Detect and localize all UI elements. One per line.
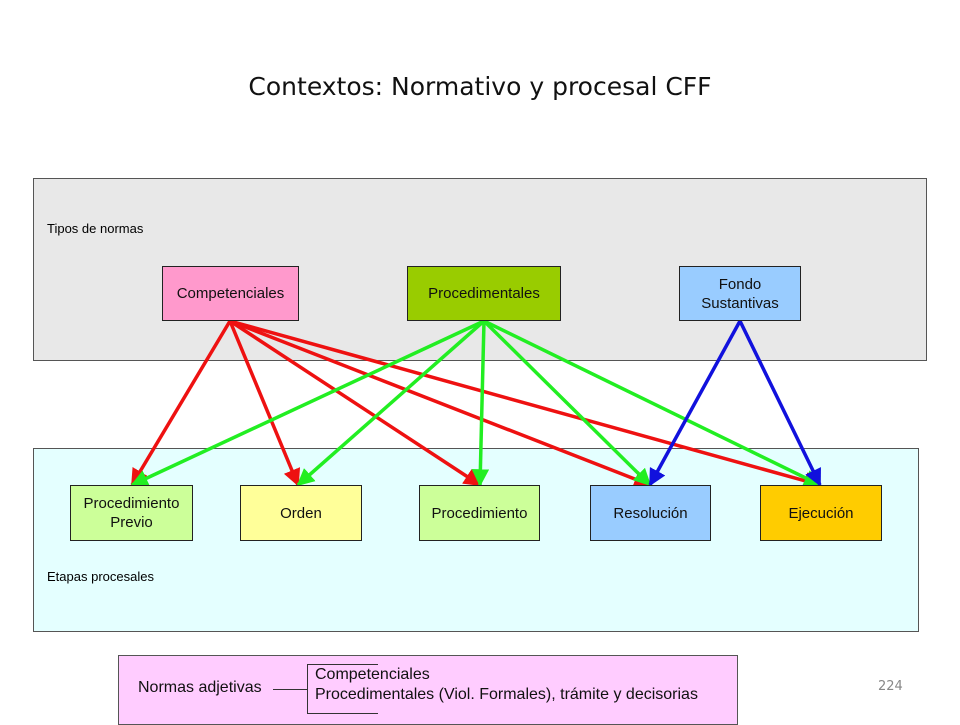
- orden-node: Orden: [240, 485, 362, 541]
- procedimiento-label: Procedimiento: [431, 504, 528, 522]
- legend-normas-adjetivas: Normas adjetivas: [138, 679, 262, 696]
- competenciales-node: Competenciales: [162, 266, 299, 321]
- procedimiento-node: Procedimiento: [419, 485, 540, 541]
- resolucion-node: Resolución: [590, 485, 711, 541]
- ejecucion-node: Ejecución: [760, 485, 882, 541]
- fondo-label: Fondo: [718, 275, 762, 293]
- competenciales-label: Competenciales: [176, 285, 285, 302]
- sustantivas-label: Sustantivas: [701, 294, 779, 312]
- legend-bracket: [307, 664, 378, 714]
- procedimentales-node: Procedimentales: [407, 266, 561, 321]
- procedimiento-previo-label-2: Previo: [110, 514, 153, 531]
- fondo-sustantivas-node: Fondo Sustantivas: [679, 266, 801, 321]
- resolucion-label: Resolución: [613, 504, 688, 522]
- procedimiento-previo-label-1: Procedimiento: [83, 495, 180, 512]
- legend-box: Normas adjetivas Competenciales Procedim…: [118, 655, 738, 725]
- procedimiento-previo-node: Procedimiento Previo: [70, 485, 193, 541]
- page-number: 224: [878, 679, 903, 694]
- norm-types-label: Tipos de normas: [47, 221, 144, 236]
- legend-line-competenciales: Competenciales: [315, 666, 430, 683]
- legend-text: Competenciales Procedimentales (Viol. Fo…: [315, 665, 698, 705]
- procedural-stages-label: Etapas procesales: [47, 569, 154, 584]
- procedimentales-label: Procedimentales: [428, 285, 540, 302]
- orden-label: Orden: [280, 504, 322, 522]
- slide-title: Contextos: Normativo y procesal CFF: [248, 72, 712, 101]
- legend-line-procedimentales: Procedimentales (Viol. Formales), trámit…: [315, 686, 698, 703]
- legend-connector-line: [273, 689, 307, 690]
- ejecucion-label: Ejecución: [788, 504, 854, 522]
